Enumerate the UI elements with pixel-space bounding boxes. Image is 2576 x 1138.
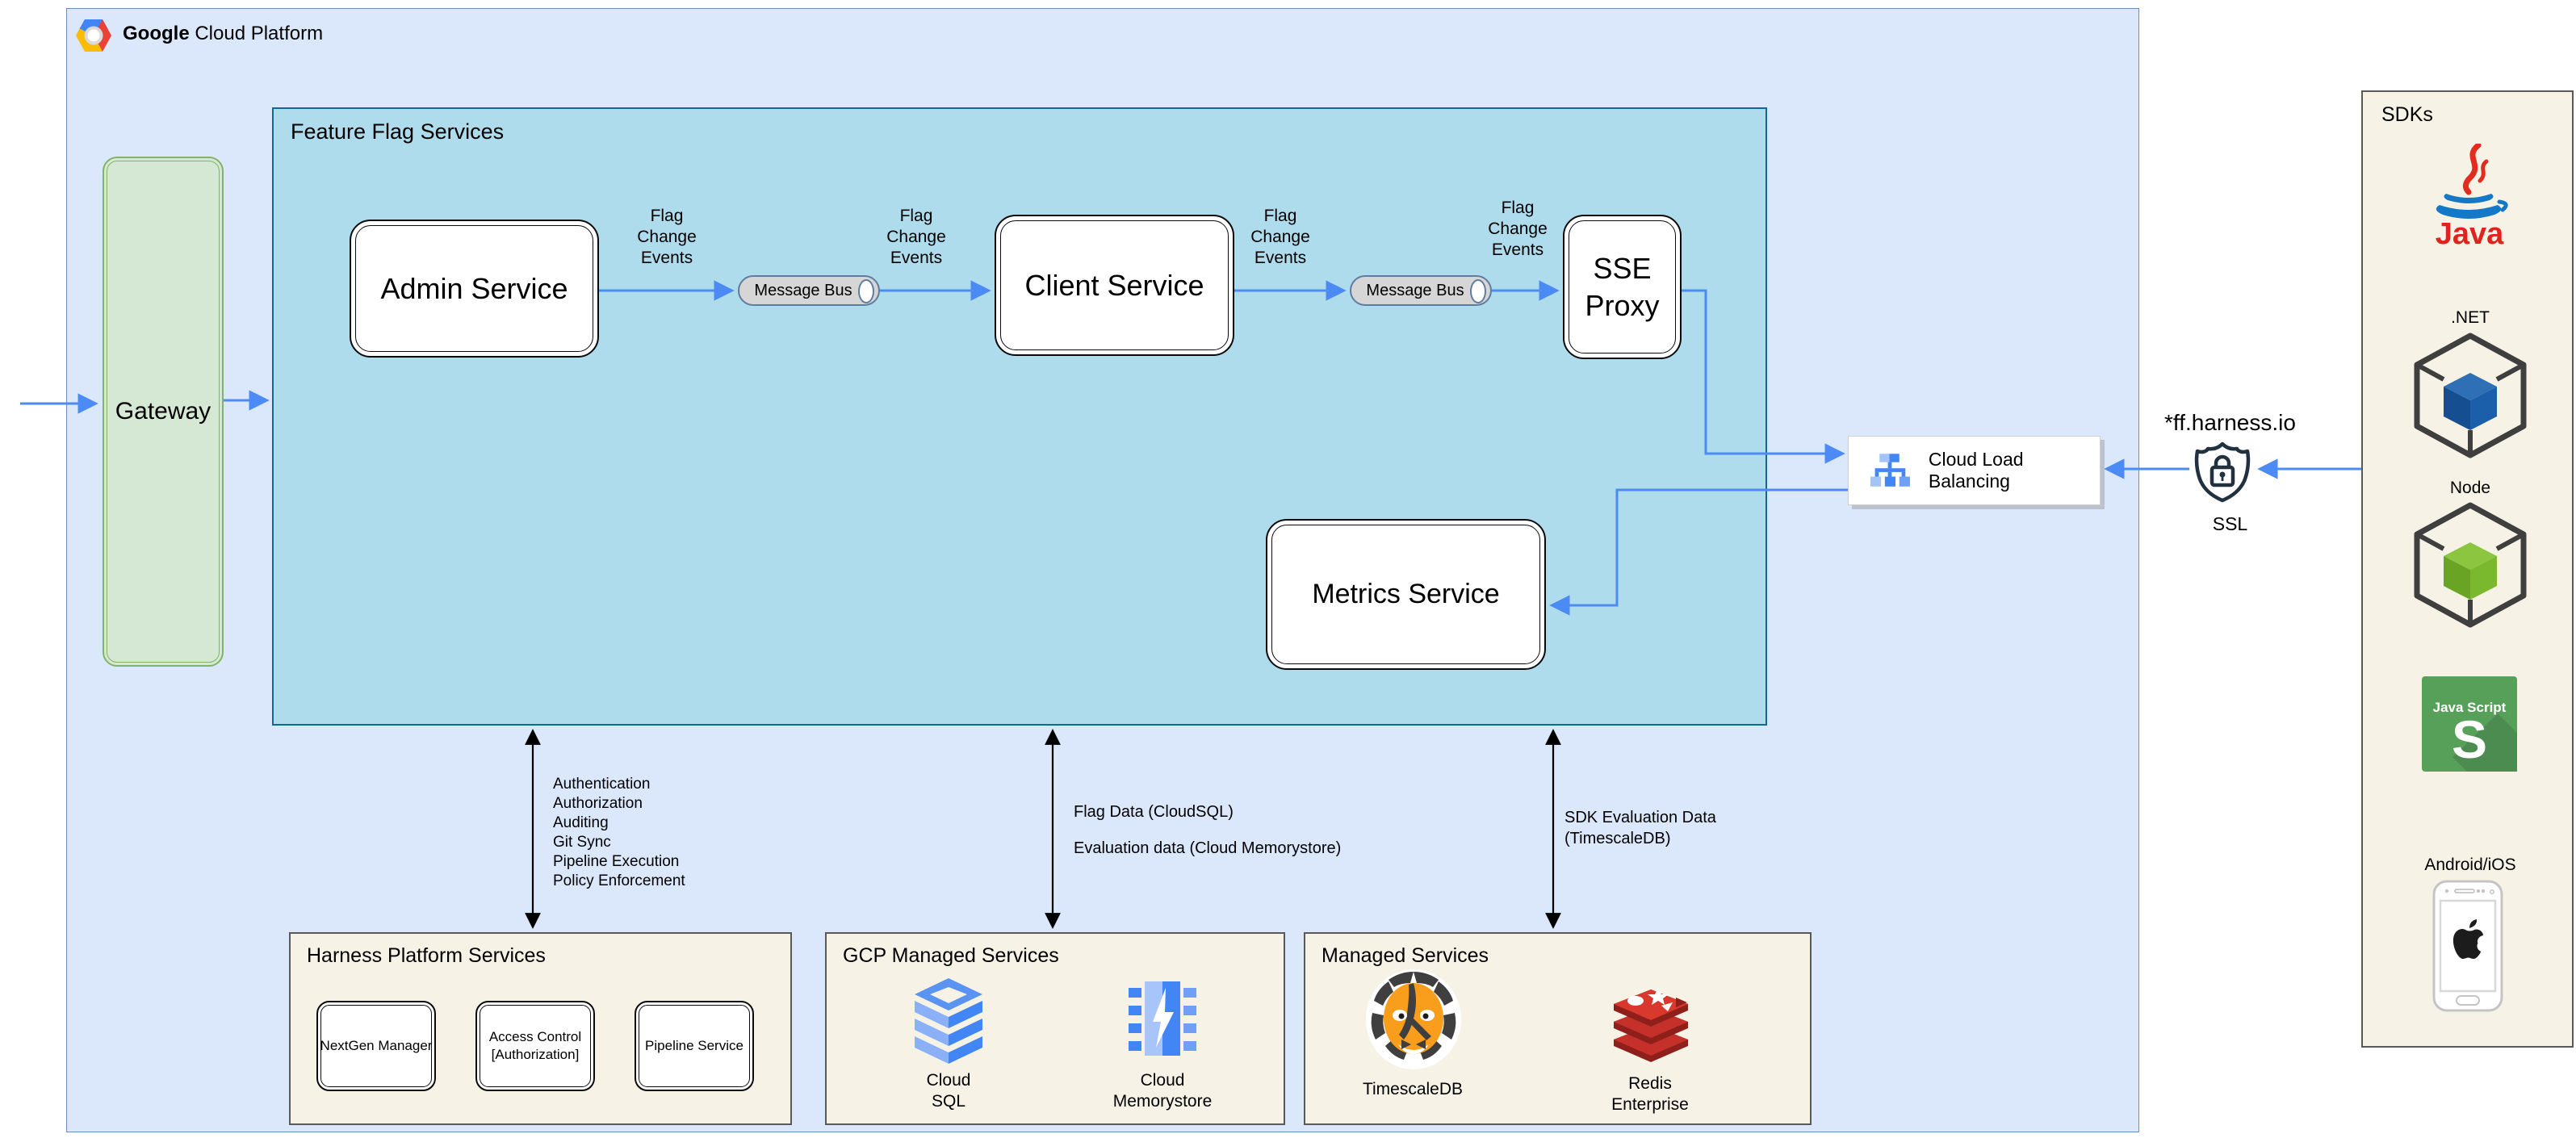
- message-bus-label: Message Bus: [754, 281, 852, 299]
- dotnet-label: .NET: [2451, 308, 2490, 327]
- message-bus-1: Message Bus: [738, 275, 880, 306]
- sse-proxy-label: SSE Proxy: [1585, 251, 1660, 322]
- brand-rest: Cloud Platform: [195, 23, 324, 44]
- javascript-label: Java Script: [2433, 700, 2507, 715]
- redis-icon: [1614, 988, 1688, 1062]
- redis-enterprise-label: Redis Enterprise: [1611, 1074, 1689, 1114]
- client-service-node: Client Service: [995, 215, 1234, 356]
- flag-change-events-label-2: Flag Change Events: [886, 207, 946, 267]
- cloud-load-balancing-card: Cloud Load Balancing: [1848, 436, 2101, 505]
- javascript-letter: S: [2452, 709, 2487, 769]
- ssl-label: SSL: [2212, 513, 2248, 534]
- java-sdk-icon: Java: [2436, 144, 2508, 250]
- platform-connection-label: Authentication Authorization Auditing Gi…: [553, 776, 685, 889]
- brand-bold: Google: [123, 23, 190, 44]
- gateway-node: Gateway: [103, 157, 224, 667]
- admin-service-node: Admin Service: [350, 220, 599, 358]
- cloud-load-balancing-label: Cloud Load Balancing: [1928, 449, 2024, 492]
- sdk-evaluation-label: SDK Evaluation Data (TimescaleDB): [1564, 809, 1716, 847]
- managed-services-title: Managed Services: [1322, 944, 1489, 967]
- harness-platform-services-title: Harness Platform Services: [307, 944, 546, 967]
- cloud-memorystore-label: Cloud Memorystore: [1112, 1071, 1213, 1111]
- cloud-memorystore-icon: [1129, 981, 1196, 1056]
- android-ios-label: Android/iOS: [2424, 856, 2516, 874]
- java-label: Java: [2436, 217, 2504, 250]
- ssl-domain-label: *ff.harness.io: [2164, 410, 2296, 435]
- sdks-title: SDKs: [2381, 103, 2433, 126]
- pipeline-service-label: Pipeline Service: [645, 1038, 743, 1053]
- gateway-label: Gateway: [115, 398, 212, 425]
- feature-flag-services-title: Feature Flag Services: [291, 119, 505, 144]
- nextgen-manager-label: NextGen Manager: [320, 1038, 433, 1053]
- cloud-sql-label: Cloud SQL: [926, 1071, 971, 1111]
- gcp-managed-services-title: GCP Managed Services: [843, 944, 1059, 967]
- flag-change-events-label-1: Flag Change Events: [637, 207, 697, 267]
- sse-proxy-node: SSE Proxy: [1563, 215, 1682, 359]
- cylinder-cap: [1470, 279, 1486, 303]
- evaluation-data-label: Evaluation data (Cloud Memorystore): [1074, 839, 1342, 857]
- nextgen-manager-node: NextGen Manager: [316, 1001, 436, 1091]
- gcp-header-title: Google Cloud Platform: [123, 23, 323, 45]
- android-ios-phone-icon: [2432, 880, 2503, 1012]
- flag-change-events-label-3: Flag Change Events: [1250, 207, 1310, 267]
- cloud-sql-icon: [915, 978, 982, 1064]
- client-service-label: Client Service: [1024, 268, 1204, 302]
- admin-service-label: Admin Service: [380, 271, 568, 305]
- timescaledb-label: TimescaleDB: [1362, 1080, 1464, 1098]
- ssl-shield-lock-icon: [2194, 441, 2251, 503]
- pipeline-service-node: Pipeline Service: [635, 1001, 754, 1091]
- message-bus-2: Message Bus: [1350, 275, 1492, 306]
- cylinder-cap: [858, 279, 874, 303]
- access-control-label: Access Control [Authorization]: [488, 1029, 582, 1062]
- timescaledb-icon: [1366, 969, 1461, 1069]
- metrics-service-label: Metrics Service: [1312, 579, 1500, 609]
- dotnet-sdk-icon: [2414, 333, 2527, 458]
- cloud-load-balancing-icon: [1870, 454, 1910, 487]
- message-bus-label: Message Bus: [1366, 281, 1464, 299]
- node-label: Node: [2449, 479, 2491, 497]
- flag-data-label: Flag Data (CloudSQL): [1074, 803, 1234, 821]
- gcp-logo-icon: [76, 19, 111, 52]
- node-sdk-icon: [2414, 502, 2527, 628]
- gcp-managed-services-box: [825, 932, 1285, 1125]
- javascript-sdk-icon: Java Script S: [2422, 676, 2517, 772]
- flag-change-events-label-4: Flag Change Events: [1488, 199, 1548, 259]
- access-control-node: Access Control [Authorization]: [475, 1001, 595, 1091]
- metrics-service-node: Metrics Service: [1266, 519, 1546, 670]
